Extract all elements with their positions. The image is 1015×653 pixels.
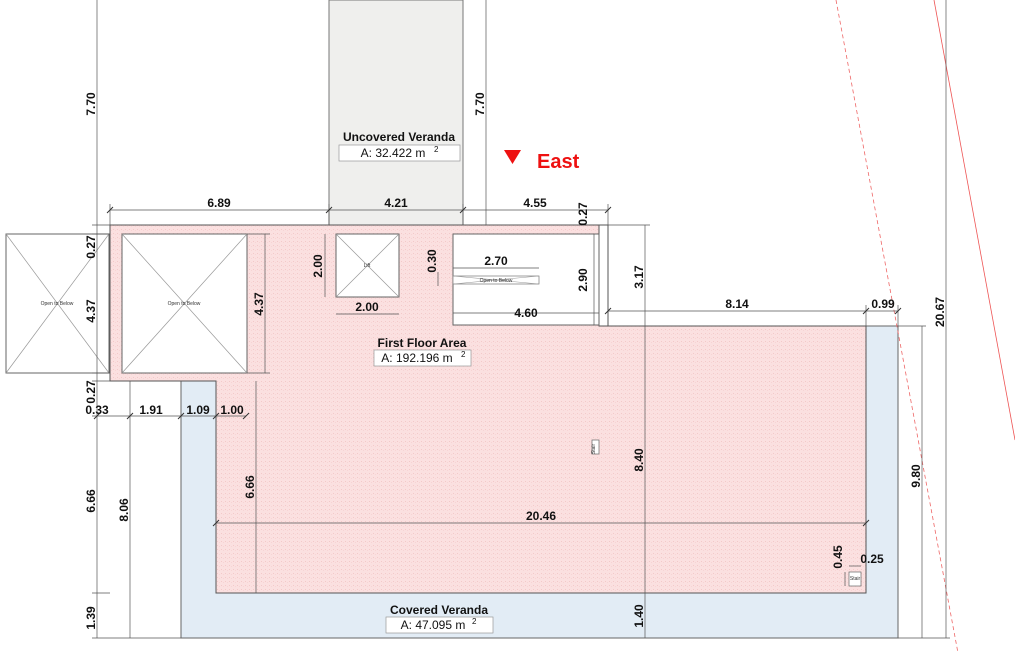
east-label: East: [537, 151, 580, 173]
dimension-lines: [92, 0, 950, 639]
dim-h-0-25: 0.25: [860, 552, 884, 566]
boundary-line-dashed: [835, 0, 959, 653]
stair-right-label: Stair: [850, 576, 861, 582]
covered-veranda-label: Covered Veranda A: 47.095 m 2: [385, 603, 494, 634]
dim-v-1-40: 1.40: [632, 604, 646, 628]
dim-v-7-70-mid: 7.70: [473, 92, 487, 116]
uncovered-veranda-label: Uncovered Veranda A: 32.422 m 2: [338, 130, 461, 162]
dim-h-1-00: 1.00: [220, 403, 244, 417]
dim-v-0-27-lower: 0.27: [84, 380, 98, 404]
open-outer-label: Open to Below: [41, 301, 74, 307]
dim-h-1-91: 1.91: [139, 403, 163, 417]
dim-v-7-70-left: 7.70: [84, 92, 98, 116]
first-floor-label: First Floor Area A: 192.196 m 2: [373, 336, 472, 367]
dim-v-0-27-top: 0.27: [576, 202, 590, 226]
dim-v-3-17: 3.17: [632, 265, 646, 289]
dim-h-2-70: 2.70: [484, 254, 508, 268]
dim-h-8-14: 8.14: [725, 297, 749, 311]
dim-v-0-30: 0.30: [425, 249, 439, 273]
uncovered-veranda-area-sup: 2: [434, 145, 439, 154]
dim-h-0-33: 0.33: [85, 403, 109, 417]
dim-v-6-66-left: 6.66: [84, 489, 98, 513]
covered-veranda-area-sup: 2: [472, 617, 477, 626]
dim-top-6-89: 6.89: [207, 196, 231, 210]
uncovered-veranda-name: Uncovered Veranda: [343, 130, 455, 144]
void-top-right: [598, 224, 609, 327]
open-right-label: Open to Below: [480, 278, 513, 284]
dim-h-20-46: 20.46: [526, 509, 556, 523]
dim-v-8-06: 8.06: [117, 498, 131, 522]
open-to-below-outer: [5, 233, 110, 374]
dim-v-8-40: 8.40: [632, 448, 646, 472]
dim-v-1-39: 1.39: [84, 606, 98, 630]
open-to-below-right: [452, 233, 600, 326]
dim-v-0-45: 0.45: [831, 545, 845, 569]
first-floor-name: First Floor Area: [378, 336, 467, 350]
covered-veranda-area: A: 47.095 m: [401, 618, 466, 632]
lift-label: Lift: [364, 263, 371, 269]
uncovered-veranda-region: [328, 0, 464, 226]
dim-top-4-21: 4.21: [384, 196, 408, 210]
dim-h-1-09: 1.09: [186, 403, 210, 417]
boundary-line-solid: [933, 0, 1015, 441]
open-to-below-inner: [121, 233, 248, 374]
dim-h-2-00: 2.00: [355, 300, 379, 314]
dim-v-9-80: 9.80: [909, 464, 923, 488]
dim-v-2-90: 2.90: [576, 268, 590, 292]
dim-top-4-55: 4.55: [523, 196, 547, 210]
dim-v-2-00: 2.00: [311, 254, 325, 278]
open-inner-label: Open to Below: [168, 301, 201, 307]
first-floor-area: A: 192.196 m: [381, 351, 452, 365]
dim-h-4-60: 4.60: [514, 306, 538, 320]
dimension-ticks: [93, 206, 902, 527]
dim-v-4-37-inner: 4.37: [252, 292, 266, 316]
dim-v-6-66-inner: 6.66: [243, 475, 257, 499]
dim-v-0-27-left: 0.27: [84, 235, 98, 259]
dim-h-0-99: 0.99: [871, 297, 895, 311]
stair-marker-mid: [591, 439, 600, 455]
east-arrow-icon: [504, 150, 521, 164]
first-floor-area-sup: 2: [461, 350, 466, 359]
dim-v-4-37-left: 4.37: [84, 299, 98, 323]
stair-marker-right: [848, 571, 862, 587]
lift-shaft: [335, 233, 400, 298]
stair-mid-label: Stair: [591, 444, 597, 455]
covered-veranda-name: Covered Veranda: [390, 603, 488, 617]
uncovered-veranda-area: A: 32.422 m: [361, 146, 426, 160]
dim-v-20-67: 20.67: [933, 297, 947, 327]
